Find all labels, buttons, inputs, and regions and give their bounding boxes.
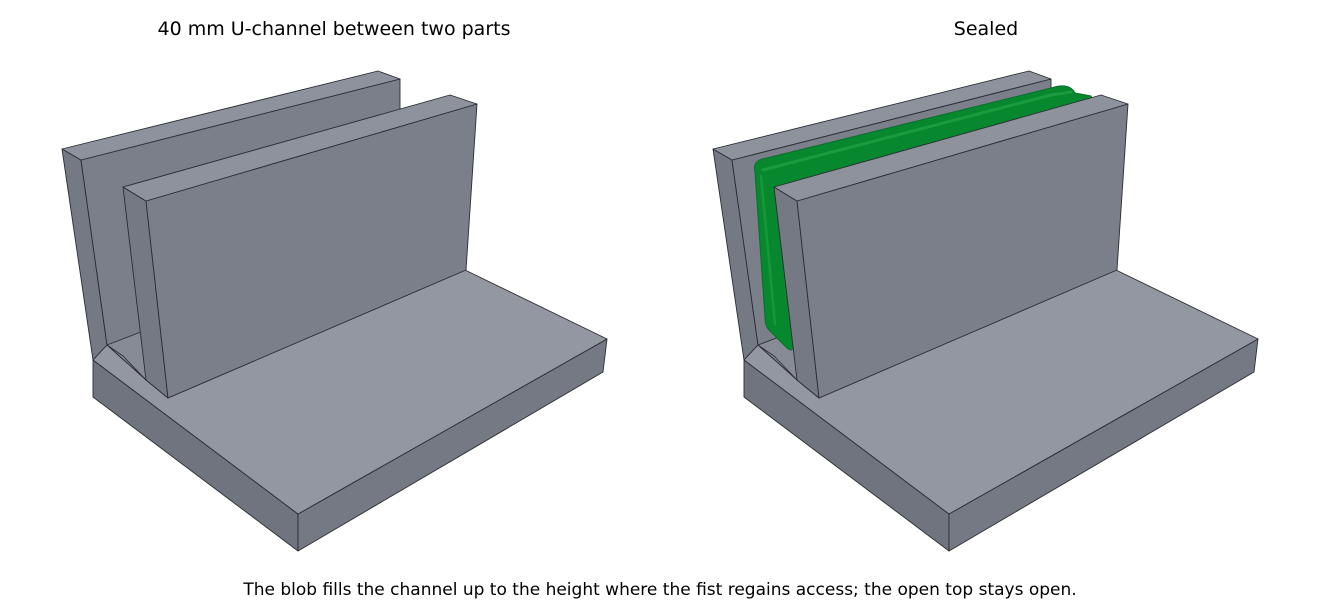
right-panel-title: Sealed (953, 18, 1019, 40)
front-plate (773, 94, 1129, 399)
front-plate (122, 94, 478, 399)
open-channel-scene (61, 70, 608, 552)
figure-caption: The blob fills the channel up to the hei… (243, 580, 1077, 600)
sealed-channel-scene (712, 70, 1259, 552)
left-panel-title: 40 mm U-channel between two parts (157, 18, 511, 40)
base-plate (92, 269, 608, 552)
